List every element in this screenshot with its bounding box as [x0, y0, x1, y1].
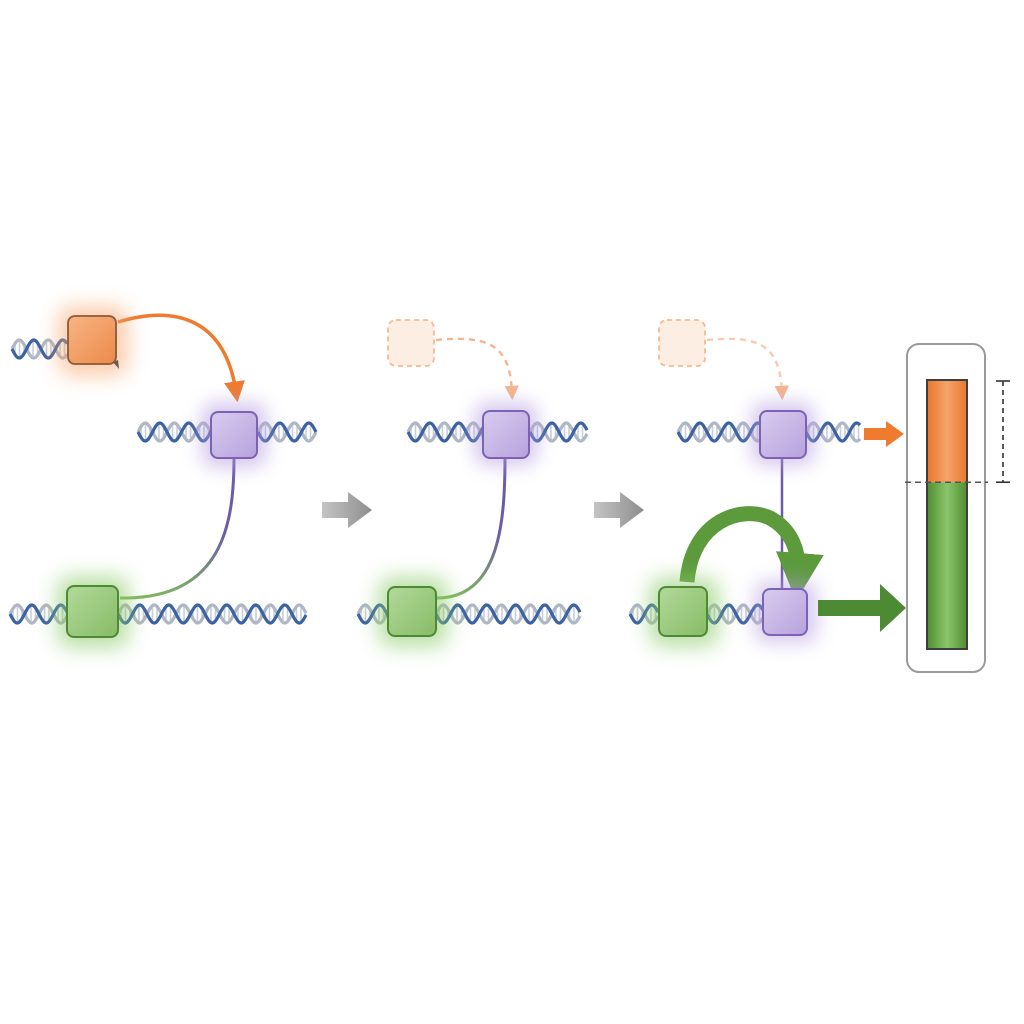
- output-bar-orange-segment: [927, 380, 967, 483]
- output-panel: [905, 343, 1010, 673]
- green-factor: [649, 577, 719, 647]
- orange-factor: [58, 306, 128, 376]
- dna-helix-icon: [406, 421, 486, 443]
- dna-helix-icon: [528, 421, 589, 443]
- purple-factor-bound: [754, 580, 818, 644]
- dna-helix-icon: [676, 421, 761, 443]
- dna-helix-icon: [116, 603, 308, 625]
- dna-helix-icon: [256, 421, 318, 443]
- green-activation-arrow: [679, 506, 824, 601]
- purple-green-link: [436, 456, 507, 600]
- green-output-arrow: [818, 584, 906, 632]
- purple-green-link: [119, 456, 236, 600]
- step-arrow-icon: [594, 492, 644, 528]
- green-factor: [378, 577, 448, 647]
- purple-factor: [751, 402, 815, 466]
- output-bar-green-segment: [927, 482, 967, 649]
- step-arrow-icon: [322, 492, 372, 528]
- orange-factor-absent: [387, 319, 435, 367]
- panel-3: [628, 319, 906, 647]
- purple-factor: [201, 402, 267, 468]
- panel-1: [8, 306, 318, 648]
- output-change-bracket: [996, 380, 1010, 484]
- output-bar: [905, 379, 1010, 650]
- output-bar-outline: [926, 379, 968, 650]
- green-factor: [57, 576, 129, 648]
- orange-output-arrow: [864, 421, 904, 447]
- orange-regulatory-arrow: [117, 313, 245, 403]
- purple-factor: [474, 402, 538, 466]
- panel-2: [356, 319, 589, 647]
- orange-regulatory-arrow-faded: [435, 337, 519, 401]
- orange-factor-absent: [658, 319, 706, 367]
- orange-regulatory-arrow-faded: [706, 337, 789, 401]
- dna-helix-icon: [434, 603, 582, 625]
